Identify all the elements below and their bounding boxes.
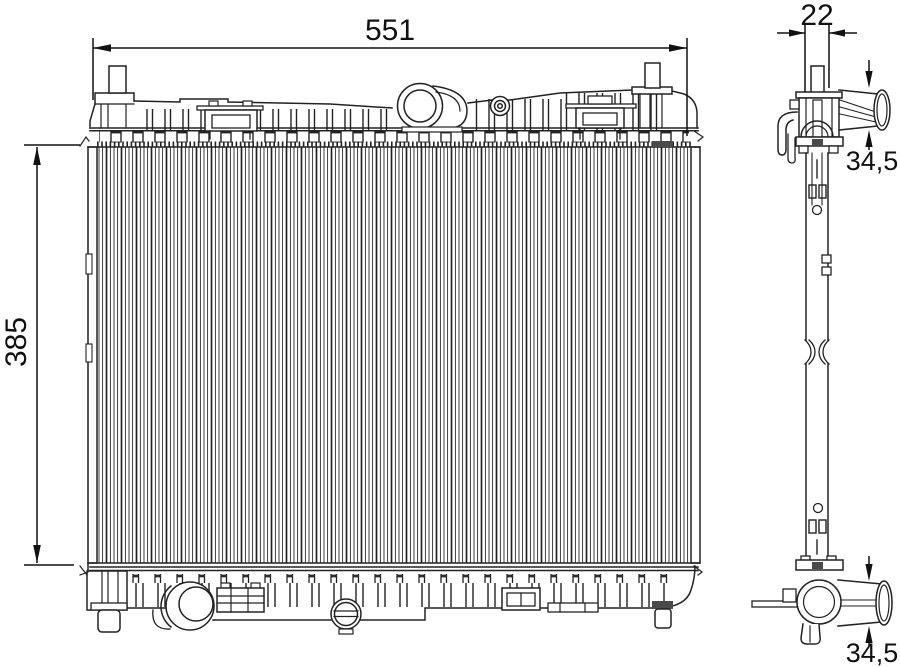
inlet-pipe xyxy=(396,82,468,133)
bottom-tank xyxy=(79,562,703,635)
dim-overall-height xyxy=(24,144,80,566)
side-profile-body xyxy=(804,152,832,561)
bottom-middle-bracket xyxy=(501,587,599,613)
side-hook-bracket xyxy=(777,111,798,156)
mounting-pin-top-right xyxy=(631,62,673,129)
filler-boss xyxy=(489,95,511,117)
dim-label-overall-width: 551 xyxy=(365,14,415,47)
radiator-core xyxy=(85,146,701,564)
hatch-mark xyxy=(652,141,673,147)
dim-label-bottom-hose: 34,5 xyxy=(846,638,899,667)
top-tank xyxy=(79,62,705,148)
drain-plug xyxy=(330,598,362,635)
outlet-pipe xyxy=(152,581,215,631)
dim-overall-width xyxy=(92,38,688,136)
hose-connector-bottom xyxy=(837,579,893,627)
side-view xyxy=(751,65,893,645)
dim-label-profile-depth: 22 xyxy=(800,0,833,32)
mounting-pin-bottom-left xyxy=(97,609,121,633)
mounting-bracket-top-left xyxy=(89,65,135,129)
dim-bottom-hose xyxy=(865,556,873,646)
dim-label-top-hose: 34,5 xyxy=(846,146,899,176)
top-right-bracket xyxy=(565,95,637,140)
dim-label-overall-height: 385 xyxy=(0,317,33,367)
dim-profile-depth xyxy=(777,24,857,92)
mounting-pin-top-left xyxy=(108,65,127,94)
side-pin-top xyxy=(810,65,825,94)
front-view xyxy=(79,62,705,635)
side-bottom-tank xyxy=(751,555,893,645)
bottom-ladder-bracket xyxy=(216,582,265,613)
side-top-tank xyxy=(777,65,891,164)
break-symbol xyxy=(804,339,830,365)
top-middle-bracket xyxy=(196,100,264,140)
mounting-foot-bottom-left xyxy=(79,562,128,633)
dim-top-hose xyxy=(865,60,873,150)
hose-connector-top xyxy=(838,89,891,131)
mounting-pin-bottom-right xyxy=(652,601,673,629)
